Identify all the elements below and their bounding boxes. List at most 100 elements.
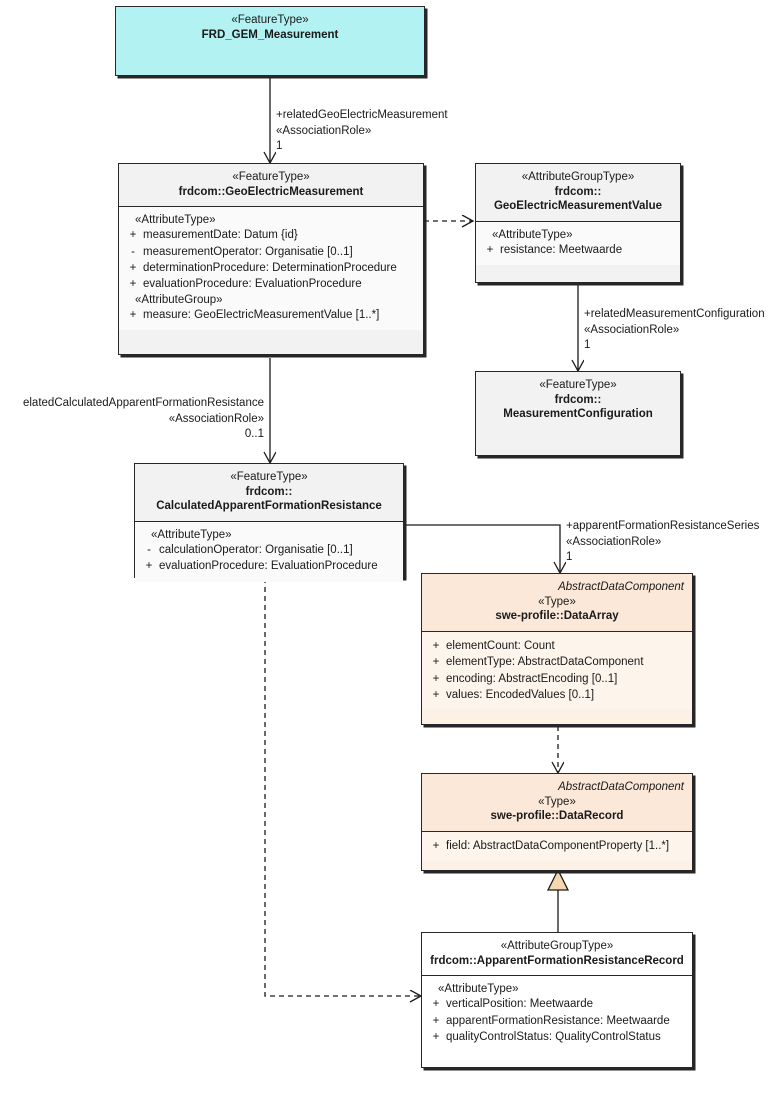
edge-stereotype-label: «AssociationRole» [584, 323, 680, 336]
attribute-row: + elementCount: Count [426, 638, 688, 654]
attributes-compartment: + elementCount: Count + elementType: Abs… [422, 632, 692, 711]
edge-multiplicity-label: 0..1 [244, 428, 264, 441]
attribute-group-label: «AttributeType» [135, 214, 216, 227]
visibility-marker: + [129, 308, 137, 321]
visibility-marker: + [486, 244, 494, 257]
class-measurement-configuration[interactable]: «FeatureType» frdcom:: MeasurementConfig… [475, 371, 681, 456]
attributes-compartment: «AttributeType» - calculationOperator: O… [135, 522, 403, 582]
compartment-divider [422, 631, 692, 633]
visibility-marker: + [129, 278, 137, 291]
edge-label-related-measurement-configuration: +relatedMeasurementConfiguration «Associ… [584, 307, 765, 354]
class-apparent-formation-resistance-record[interactable]: «AttributeGroupType» frdcom::ApparentFor… [421, 932, 693, 1068]
class-geo-electric-measurement[interactable]: «FeatureType» frdcom::GeoElectricMeasure… [118, 163, 424, 355]
edge-label-apparent-formation-resistance-series: +apparentFormationResistanceSeries «Asso… [566, 519, 759, 566]
class-header: «FeatureType» frdcom:: MeasurementConfig… [476, 372, 680, 430]
edge-role-label: +relatedMeasurementConfiguration [584, 308, 765, 320]
class-name-label: FRD_GEM_Measurement [201, 28, 339, 41]
edge-multiplicity-label: 1 [584, 339, 591, 352]
class-frd-gem-measurement[interactable]: «FeatureType» FRD_GEM_Measurement [115, 6, 425, 76]
edge-role-label: +apparentFormationResistanceSeries [566, 520, 760, 532]
attribute-row: + evaluationProcedure: EvaluationProcedu… [123, 276, 419, 292]
visibility-marker: + [432, 689, 440, 702]
visibility-marker: + [129, 229, 137, 242]
class-header: «FeatureType» frdcom:: CalculatedApparen… [135, 464, 403, 522]
visibility-marker: + [432, 998, 440, 1011]
attribute-text: apparentFormationResistance: Meetwaarde [446, 1014, 670, 1027]
attribute-row: + field: AbstractDataComponentProperty [… [426, 838, 688, 854]
class-header: «FeatureType» FRD_GEM_Measurement [116, 7, 424, 49]
class-name-line2: MeasurementConfiguration [503, 408, 653, 421]
visibility-marker: + [432, 672, 440, 685]
class-data-record[interactable]: AbstractDataComponent «Type» swe-profile… [421, 773, 693, 871]
stereotype-label: «FeatureType» [231, 14, 309, 26]
attribute-text: resistance: Meetwaarde [500, 244, 623, 257]
attribute-row: + measure: GeoElectricMeasurementValue [… [123, 307, 419, 323]
class-name-line1: frdcom:: [554, 185, 602, 198]
edge-role-label: +relatedGeoElectricMeasurement [276, 109, 448, 121]
attribute-row: + measurementDate: Datum {id} [123, 227, 419, 243]
visibility-marker: + [129, 262, 137, 275]
attributes-compartment: «AttributeType» + resistance: Meetwaarde [476, 222, 680, 266]
edge-generalization-datarecord [546, 868, 570, 932]
compartment-divider [119, 206, 423, 208]
attribute-group-label: «AttributeType» [492, 229, 573, 242]
stereotype-label: «AttributeGroupType» [500, 940, 614, 952]
class-data-array[interactable]: AbstractDataComponent «Type» swe-profile… [421, 573, 693, 725]
edge-stereotype-label: «AssociationRole» [168, 412, 264, 425]
edge-stereotype-label: «AssociationRole» [566, 535, 662, 548]
attribute-text: measurementDate: Datum {id} [143, 229, 298, 242]
visibility-marker: - [131, 245, 135, 258]
attribute-group-label: «AttributeType» [438, 983, 519, 996]
attribute-row: + values: EncodedValues [0..1] [426, 687, 688, 703]
class-name-label: swe-profile::DataRecord [490, 810, 624, 823]
class-header: «AttributeGroupType» frdcom:: GeoElectri… [476, 164, 680, 222]
attribute-text: qualityControlStatus: QualityControlStat… [446, 1031, 661, 1044]
visibility-marker: + [432, 1031, 440, 1044]
compartment-divider [476, 221, 680, 223]
attributes-compartment: + field: AbstractDataComponentProperty [… [422, 832, 692, 862]
class-name-line1: frdcom:: [245, 485, 293, 498]
class-calculated-apparent-formation-resistance[interactable]: «FeatureType» frdcom:: CalculatedApparen… [134, 463, 404, 582]
attribute-text: calculationOperator: Organisatie [0..1] [159, 544, 353, 557]
attribute-text: values: EncodedValues [0..1] [446, 689, 595, 702]
class-name-line1: frdcom:: [554, 393, 602, 406]
class-header: «FeatureType» frdcom::GeoElectricMeasure… [119, 164, 423, 207]
edge-stereotype-label: «AssociationRole» [276, 124, 372, 137]
edge-role-label: elatedCalculatedApparentFormationResista… [22, 397, 264, 409]
attribute-row: - measurementOperator: Organisatie [0..1… [123, 244, 419, 260]
visibility-marker: + [432, 1014, 440, 1027]
attribute-text: measurementOperator: Organisatie [0..1] [143, 245, 353, 258]
edge-record-dependency [264, 578, 420, 996]
attribute-text: determinationProcedure: DeterminationPro… [143, 262, 397, 275]
attributes-compartment: «AttributeType» + verticalPosition: Meet… [422, 976, 692, 1053]
attribute-row: - calculationOperator: Organisatie [0..1… [139, 542, 399, 558]
edge-label-related-calculated-apparent-formation-resistance: elatedCalculatedApparentFormationResista… [0, 396, 264, 443]
attribute-group-label: «AttributeType» [151, 529, 232, 542]
edge-multiplicity-label: 1 [566, 551, 573, 564]
attribute-row: + apparentFormationResistance: Meetwaard… [426, 1013, 688, 1029]
stereotype-label: «FeatureType» [232, 171, 310, 183]
stereotype-label: «Type» [538, 595, 576, 608]
attribute-text: evaluationProcedure: EvaluationProcedure [159, 560, 378, 573]
edge-label-related-geo-electric-measurement: +relatedGeoElectricMeasurement «Associat… [276, 108, 448, 155]
class-name-line2: CalculatedApparentFormationResistance [156, 500, 382, 513]
attribute-text: elementCount: Count [446, 640, 555, 653]
attribute-text: elementType: AbstractDataComponent [446, 656, 644, 669]
attribute-group-label: «AttributeGroup» [135, 293, 223, 306]
attribute-row: + verticalPosition: Meetwaarde [426, 996, 688, 1012]
class-header: AbstractDataComponent «Type» swe-profile… [422, 574, 692, 632]
visibility-marker: - [147, 544, 151, 557]
stereotype-label: «Type» [538, 795, 576, 808]
compartment-divider [135, 521, 403, 523]
visibility-marker: + [432, 656, 440, 669]
class-name-line2: GeoElectricMeasurementValue [493, 200, 663, 213]
attributes-compartment: «AttributeType» + measurementDate: Datum… [119, 207, 423, 331]
attribute-row: + encoding: AbstractEncoding [0..1] [426, 671, 688, 687]
attribute-row: + resistance: Meetwaarde [480, 242, 676, 258]
base-type-label: AbstractDataComponent [558, 781, 684, 793]
class-geo-electric-measurement-value[interactable]: «AttributeGroupType» frdcom:: GeoElectri… [475, 163, 681, 283]
class-name-label: frdcom::GeoElectricMeasurement [178, 185, 364, 198]
compartment-divider [422, 975, 692, 977]
compartment-divider [422, 831, 692, 833]
